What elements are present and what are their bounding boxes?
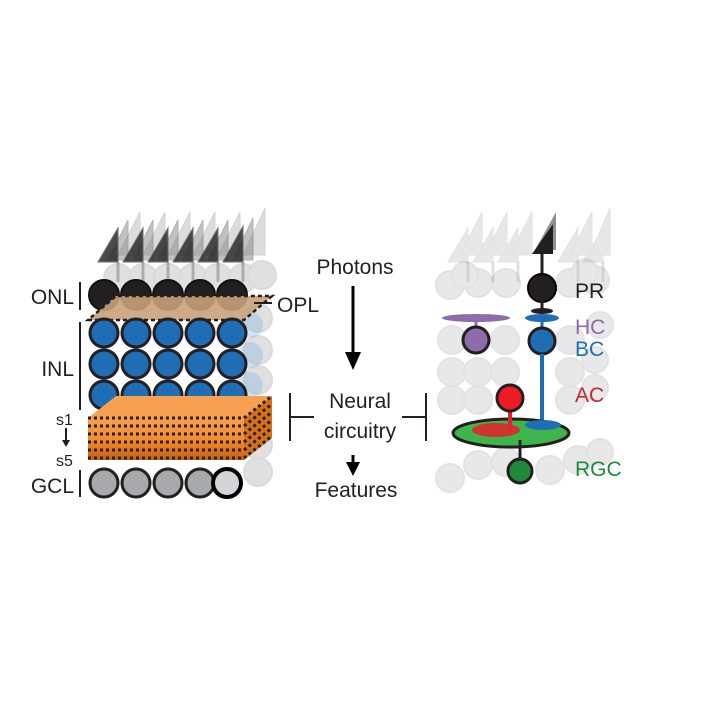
faded-photoreceptors — [448, 208, 610, 262]
inl-label: INL — [41, 358, 74, 381]
inl-cell-rows — [90, 319, 246, 409]
opl-label: OPL — [277, 294, 319, 317]
ac-label: AC — [575, 384, 604, 407]
bipolar-cell — [525, 314, 559, 425]
middle-flow: Photons Neural circuitry Features — [290, 256, 426, 502]
photons-label: Photons — [316, 256, 393, 279]
hc-label: HC — [575, 316, 605, 339]
right-circuit: PR HC BC AC RGC — [436, 208, 622, 492]
neural-label-line2: circuitry — [324, 420, 397, 443]
opl-plate — [88, 296, 272, 320]
features-label: Features — [315, 479, 398, 502]
photoreceptor-outer-segments — [98, 208, 265, 262]
bc-label: BC — [575, 338, 604, 361]
s1-label: s1 — [56, 412, 73, 429]
pr-label: PR — [575, 280, 604, 303]
left-retina-stack: ONL OPL INL s1 s5 GCL — [31, 208, 319, 498]
onl-label: ONL — [31, 286, 74, 309]
s1-s5-arrow — [62, 428, 70, 447]
gcl-cell-row — [90, 469, 214, 497]
ipl-stack — [88, 396, 272, 460]
gcl-label: GCL — [31, 475, 74, 498]
photons-arrowhead — [345, 352, 361, 370]
neural-label-line1: Neural — [329, 390, 391, 413]
gcl-highlighted-cell — [213, 469, 241, 497]
rgc-label: RGC — [575, 458, 622, 481]
s5-label: s5 — [56, 453, 73, 470]
features-arrowhead — [346, 462, 360, 476]
